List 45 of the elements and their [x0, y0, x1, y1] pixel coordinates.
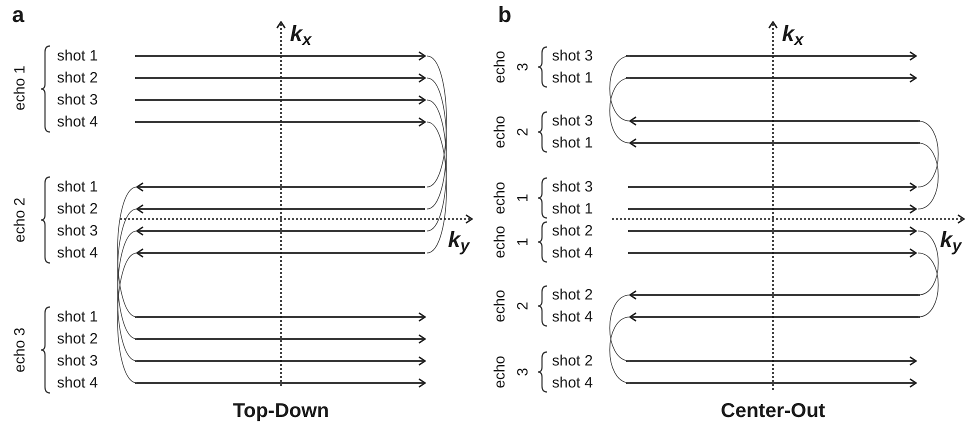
group-label: 2: [516, 302, 530, 310]
group-label: echo: [492, 182, 508, 214]
shot-label: shot 3: [57, 92, 98, 108]
shot-label: shot 2: [552, 224, 593, 238]
axis-label: k$_{x}$: [782, 23, 804, 45]
group-label: echo: [492, 226, 508, 258]
shot-label: shot 1: [552, 136, 593, 150]
panel-letter: b: [498, 4, 512, 26]
panel-title: Top-Down: [232, 401, 330, 421]
shot-label: shot 1: [57, 180, 98, 194]
shot-label: shot 4: [552, 376, 593, 390]
group-label: echo: [492, 116, 508, 148]
group-label: echo: [492, 50, 508, 84]
shot-label: shot 3: [57, 224, 98, 238]
shot-label: shot 2: [552, 288, 593, 302]
shot-label: shot 4: [552, 246, 593, 260]
shot-label: shot 4: [57, 246, 98, 260]
panel-letter: a: [12, 4, 24, 26]
shot-label: shot 2: [57, 332, 98, 346]
shot-label: shot 2: [57, 70, 98, 86]
shot-label: shot 2: [552, 354, 593, 368]
shot-label: shot 1: [57, 310, 98, 324]
group-label: echo: [492, 290, 508, 322]
group-label: echo: [492, 356, 508, 388]
group-label: 2: [516, 128, 530, 136]
shot-label: shot 1: [552, 202, 593, 216]
panel-title: Center-Out: [720, 401, 826, 421]
group-label: 1: [516, 194, 530, 202]
shot-label: shot 4: [57, 376, 98, 390]
shot-label: shot 1: [57, 48, 98, 64]
shot-label: shot 2: [57, 202, 98, 216]
shot-label: shot 4: [57, 114, 98, 130]
shot-label: shot 4: [552, 310, 593, 324]
shot-label: shot 3: [552, 114, 593, 128]
shot-label: shot 3: [552, 48, 593, 64]
group-label: echo 1: [12, 65, 28, 111]
group-label: echo 3: [12, 327, 28, 373]
shot-label: shot 3: [552, 180, 593, 194]
axis-label: k$_{x}$: [290, 23, 312, 45]
shot-label: shot 1: [552, 70, 593, 86]
group-label: 3: [516, 368, 530, 376]
group-label: 1: [516, 238, 530, 246]
shot-label: shot 3: [57, 354, 98, 368]
group-label: 3: [516, 62, 530, 72]
group-label: echo 2: [12, 197, 28, 243]
